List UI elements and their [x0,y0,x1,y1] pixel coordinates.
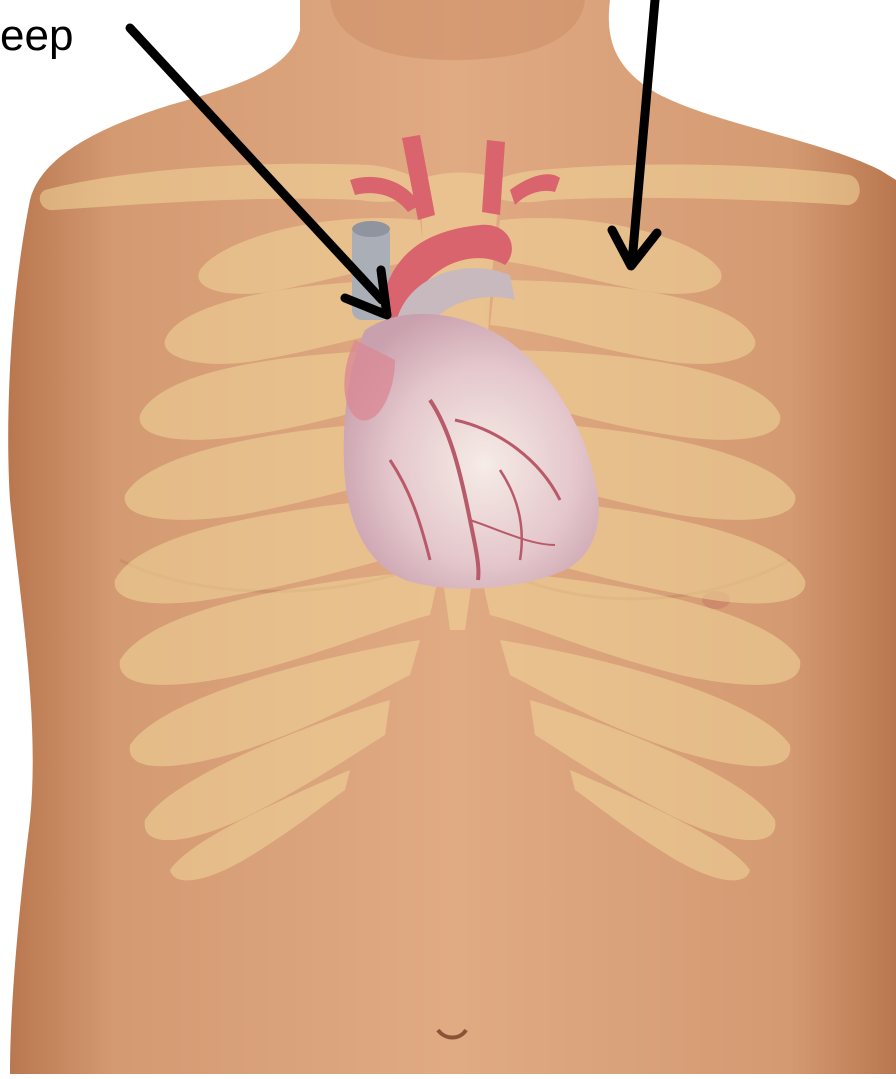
label-deep: eep [0,8,73,64]
